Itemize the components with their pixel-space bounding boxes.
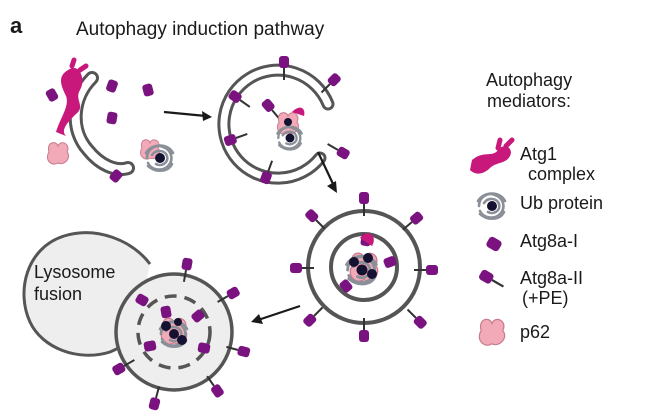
atg8a-ii-icon	[302, 206, 330, 234]
atg8a-i-icon	[106, 111, 118, 125]
inner-membrane-degrading	[136, 294, 212, 370]
diagram-title: Autophagy induction pathway	[76, 19, 325, 40]
lysosome-label-line-1: Lysosome	[34, 262, 116, 282]
atg8a-i-icon	[105, 78, 119, 94]
legend-item-ub: Ub protein	[520, 193, 604, 214]
atg8a-ii-icon	[289, 262, 315, 274]
legend-heading: Autophagy mediators:	[486, 70, 572, 111]
legend-icons	[470, 137, 515, 346]
legend-label-p62: p62	[520, 322, 551, 342]
atg8a-ii-icon	[300, 302, 328, 330]
ub-protein-icon	[476, 192, 507, 220]
arrow-left	[251, 304, 301, 324]
legend-heading-line-1: Autophagy	[486, 70, 573, 90]
stage-autophagosome	[289, 191, 439, 343]
panel-label: a	[10, 13, 23, 38]
legend-label-atg8a-ii-line-1: Atg8a-II	[520, 268, 584, 288]
p62-icon	[478, 318, 506, 346]
stage-initiation	[44, 57, 175, 184]
lysosome-label: Lysosome fusion	[34, 262, 115, 305]
stage-expansion	[217, 55, 352, 186]
atg8a-ii-icon	[476, 267, 508, 293]
legend-label-atg8a-ii-line-2: (+PE)	[522, 287, 569, 308]
legend-item-atg8a-ii: Atg8a-II (+PE)	[520, 268, 584, 309]
atg8a-ii-icon	[398, 209, 426, 235]
atg8a-i-icon	[44, 87, 60, 103]
lysosome-label-line-2: fusion	[34, 283, 83, 304]
legend-label-atg8a-i: Atg8a-I	[520, 231, 579, 251]
atg8a-ii-icon	[413, 264, 439, 276]
legend-item-atg8a-i: Atg8a-I	[520, 231, 579, 252]
legend-item-atg1: Atg1 complex	[520, 144, 596, 185]
arrow-right	[163, 110, 212, 121]
legend-item-p62: p62	[520, 322, 551, 343]
arrow-down	[317, 151, 337, 193]
atg1-complex-icon	[56, 68, 83, 136]
legend-heading-line-2: mediators:	[487, 90, 572, 111]
atg8a-ii-icon	[324, 138, 352, 162]
atg8a-i-icon	[485, 235, 503, 253]
legend-label-atg1-line-2: complex	[528, 163, 596, 184]
stage-lysosome-fusion	[22, 231, 252, 412]
p62-icon	[46, 142, 70, 165]
legend-label-ub: Ub protein	[520, 193, 604, 213]
atg8a-i-icon	[141, 82, 155, 98]
legend-label-atg1-line-1: Atg1	[520, 144, 558, 164]
atg1-complex-icon	[470, 146, 511, 174]
atg8a-ii-icon	[402, 304, 430, 332]
